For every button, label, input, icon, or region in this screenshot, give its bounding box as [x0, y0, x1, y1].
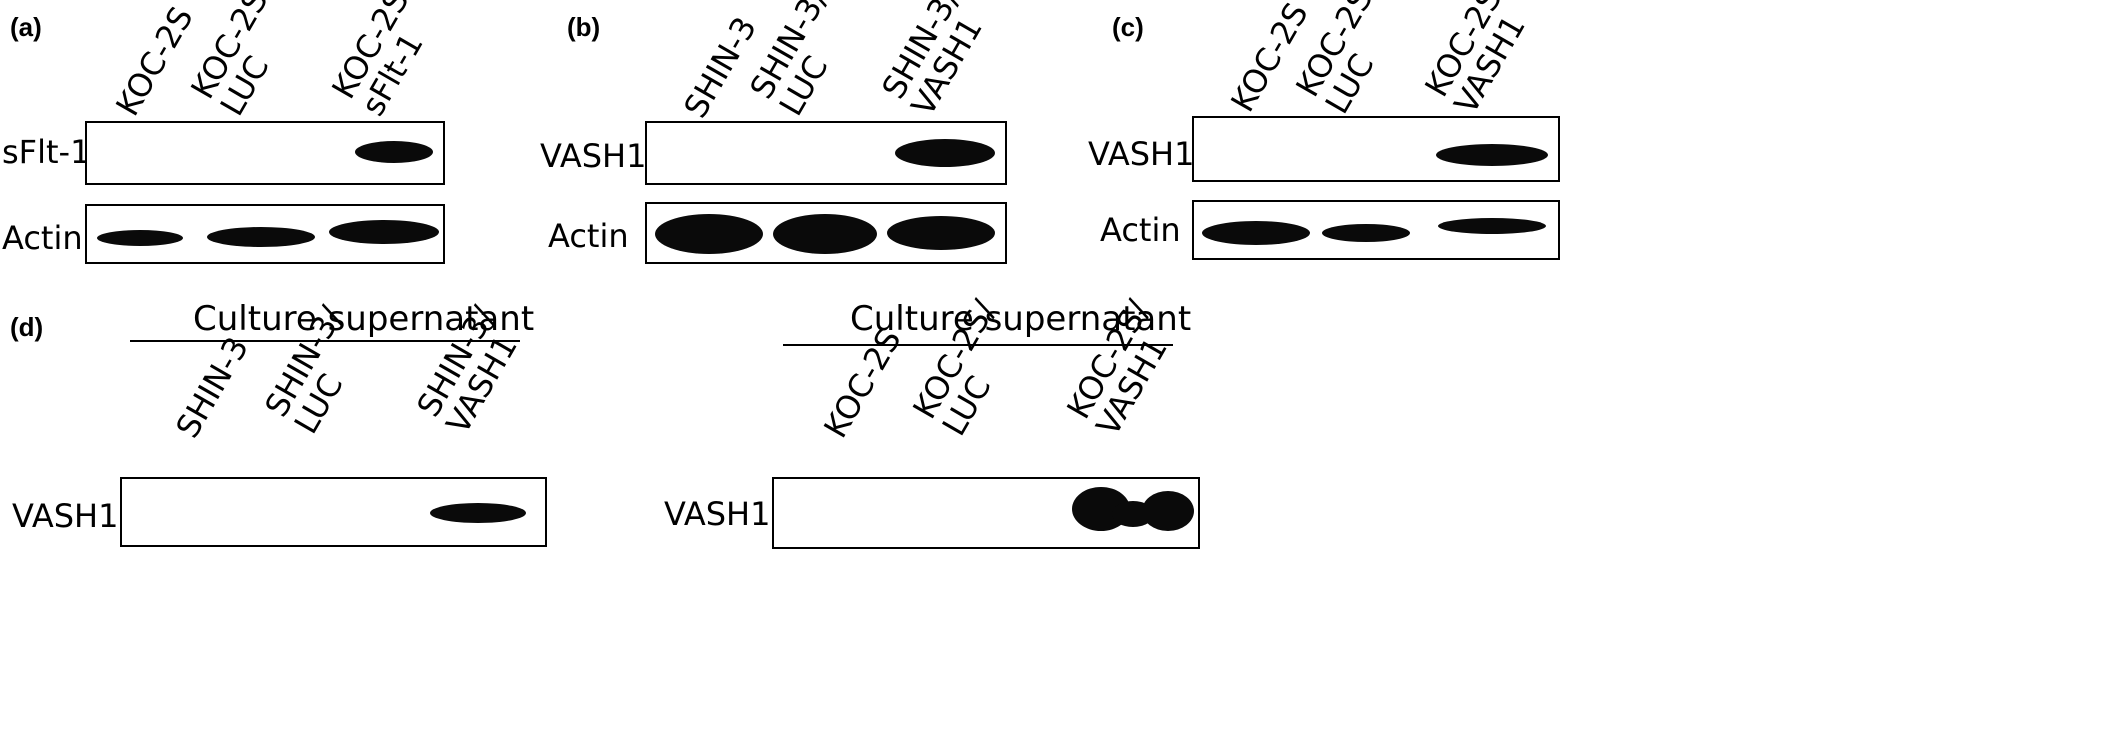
band — [773, 214, 877, 254]
band — [1322, 224, 1410, 242]
band — [1142, 491, 1194, 531]
panel-b-label: (b) — [567, 12, 601, 42]
blot-b-vash1 — [645, 121, 1007, 185]
row-label: Actin — [2, 219, 83, 257]
row-label: VASH1 — [12, 497, 119, 535]
panel-d-label: (d) — [10, 312, 44, 342]
lane-label: SHIN-3/ VASH1 — [874, 0, 990, 122]
row-label: sFlt-1 — [2, 133, 91, 171]
band — [1202, 221, 1310, 245]
panel-a-label: (a) — [10, 12, 42, 42]
band — [655, 214, 763, 254]
lane-label: SHIN-3 — [676, 10, 765, 125]
blot-c-vash1 — [1192, 116, 1560, 182]
row-label: Actin — [548, 217, 629, 255]
blot-d-left-vash1 — [120, 477, 547, 547]
blot-b-actin — [645, 202, 1007, 264]
band — [895, 139, 995, 167]
blot-c-actin — [1192, 200, 1560, 260]
lane-label: SHIN-3 — [168, 330, 257, 445]
row-label: VASH1 — [664, 495, 771, 533]
band — [887, 216, 995, 250]
culture-supernatant-caption: Culture supernatant — [850, 299, 1192, 339]
band — [1436, 144, 1548, 166]
row-label: Actin — [1100, 211, 1181, 249]
blot-a-sflt1 — [85, 121, 445, 185]
lane-label: KOC-2S/ VASH1 — [1417, 0, 1533, 120]
caption-rule — [130, 340, 520, 342]
row-label: VASH1 — [540, 137, 647, 175]
lane-label: KOC-2S — [108, 0, 201, 123]
lane-label: KOC-2S/ LUC — [183, 0, 282, 122]
row-label: VASH1 — [1088, 135, 1195, 173]
band — [430, 503, 526, 523]
caption-rule — [783, 344, 1173, 346]
blot-a-actin — [85, 204, 445, 264]
lane-label: KOC-2S — [1223, 0, 1316, 119]
blot-d-right-vash1 — [772, 477, 1200, 549]
lane-label: KOC-2S/ sFlt-1 — [324, 0, 431, 122]
band — [1438, 218, 1546, 234]
band — [97, 230, 183, 246]
panel-c-label: (c) — [1112, 12, 1144, 42]
culture-supernatant-caption: Culture supernatant — [193, 299, 535, 339]
lane-label: KOC-2S — [816, 322, 909, 445]
lane-label: SHIN-3/ LUC — [742, 0, 836, 122]
band — [207, 227, 315, 247]
band — [355, 141, 433, 163]
band — [329, 220, 439, 244]
